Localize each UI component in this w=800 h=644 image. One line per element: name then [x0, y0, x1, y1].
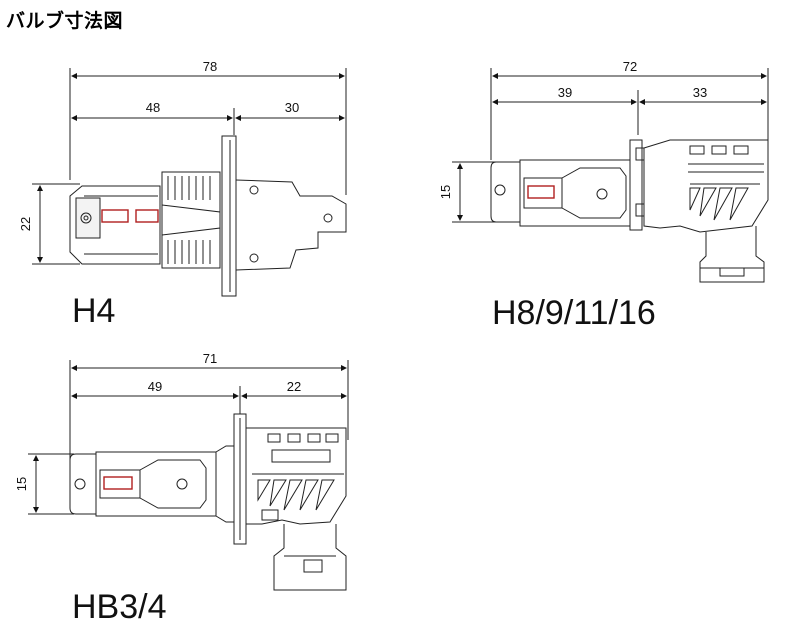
h8-height-dim: 15 — [438, 185, 453, 199]
h8-right-dim: 33 — [693, 85, 707, 100]
h8-label: H8/9/11/16 — [492, 294, 656, 332]
page-title: バルブ寸法図 — [6, 10, 124, 32]
h4-left-dim: 48 — [146, 100, 160, 115]
hb3-left-dim: 49 — [148, 379, 162, 394]
h4-height-dim: 22 — [18, 217, 33, 231]
h4-label: H4 — [72, 292, 115, 330]
h8-left-dim: 39 — [558, 85, 572, 100]
bulb-h4 — [32, 68, 347, 297]
hb3-height-dim: 15 — [14, 477, 29, 491]
bulb-hb3 — [28, 360, 349, 591]
h4-total-dim: 78 — [203, 59, 217, 74]
h8-total-dim: 72 — [623, 59, 637, 74]
hb3-label: HB3/4 — [72, 588, 167, 626]
hb3-right-dim: 22 — [287, 379, 301, 394]
hb3-total-dim: 71 — [203, 351, 217, 366]
bulb-h8 — [452, 68, 769, 283]
h4-right-dim: 30 — [285, 100, 299, 115]
